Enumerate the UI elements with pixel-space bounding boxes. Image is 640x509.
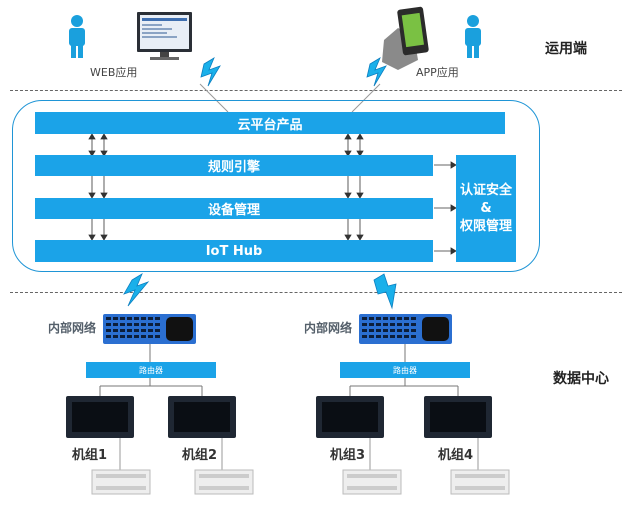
phone-icon [382, 6, 429, 70]
internal-network-label-left: 内部网络 [48, 321, 97, 335]
plc-module-icon [450, 469, 510, 495]
lightning-icon [200, 57, 221, 87]
layer-cloud-platform: 云平台产品 [35, 112, 505, 134]
zone-label-app-side: 运用端 [545, 41, 587, 57]
monitor-icon [137, 12, 192, 60]
divider-bottom [10, 292, 622, 293]
plc-module-icon [91, 469, 151, 495]
lightning-icon [123, 273, 150, 307]
app-app-label: APP应用 [416, 66, 459, 79]
lightning-icon [373, 273, 397, 310]
hmi-screen-icon [316, 396, 384, 438]
security-line-2: & [480, 200, 492, 216]
lightning-icon [366, 57, 387, 87]
hmi-screen-icon [424, 396, 492, 438]
person-icon [465, 15, 481, 58]
unit-label: 机组4 [438, 448, 474, 463]
plc-module-icon [194, 469, 254, 495]
layer-rules-engine: 规则引擎 [35, 155, 433, 176]
person-icon [69, 15, 85, 58]
unit-label: 机组3 [330, 448, 366, 463]
security-line-1: 认证安全 [459, 182, 512, 198]
layer-iot-hub: IoT Hub [35, 240, 433, 262]
layer-device-management: 设备管理 [35, 198, 433, 219]
security-line-3: 权限管理 [459, 218, 512, 234]
security-box: 认证安全 & 权限管理 [456, 155, 516, 262]
zone-label-data-center: 数据中心 [553, 371, 609, 387]
unit-label: 机组2 [182, 448, 218, 463]
router-left: 路由器 [86, 362, 216, 378]
hmi-screen-icon [66, 396, 134, 438]
router-right: 路由器 [340, 362, 470, 378]
divider-top [10, 90, 622, 91]
cloud-platform-frame [12, 100, 540, 272]
plc-module-icon [342, 469, 402, 495]
web-app-label: WEB应用 [90, 66, 138, 79]
hmi-screen-icon [168, 396, 236, 438]
unit-label: 机组1 [72, 448, 108, 463]
internal-network-label-right: 内部网络 [304, 321, 353, 335]
